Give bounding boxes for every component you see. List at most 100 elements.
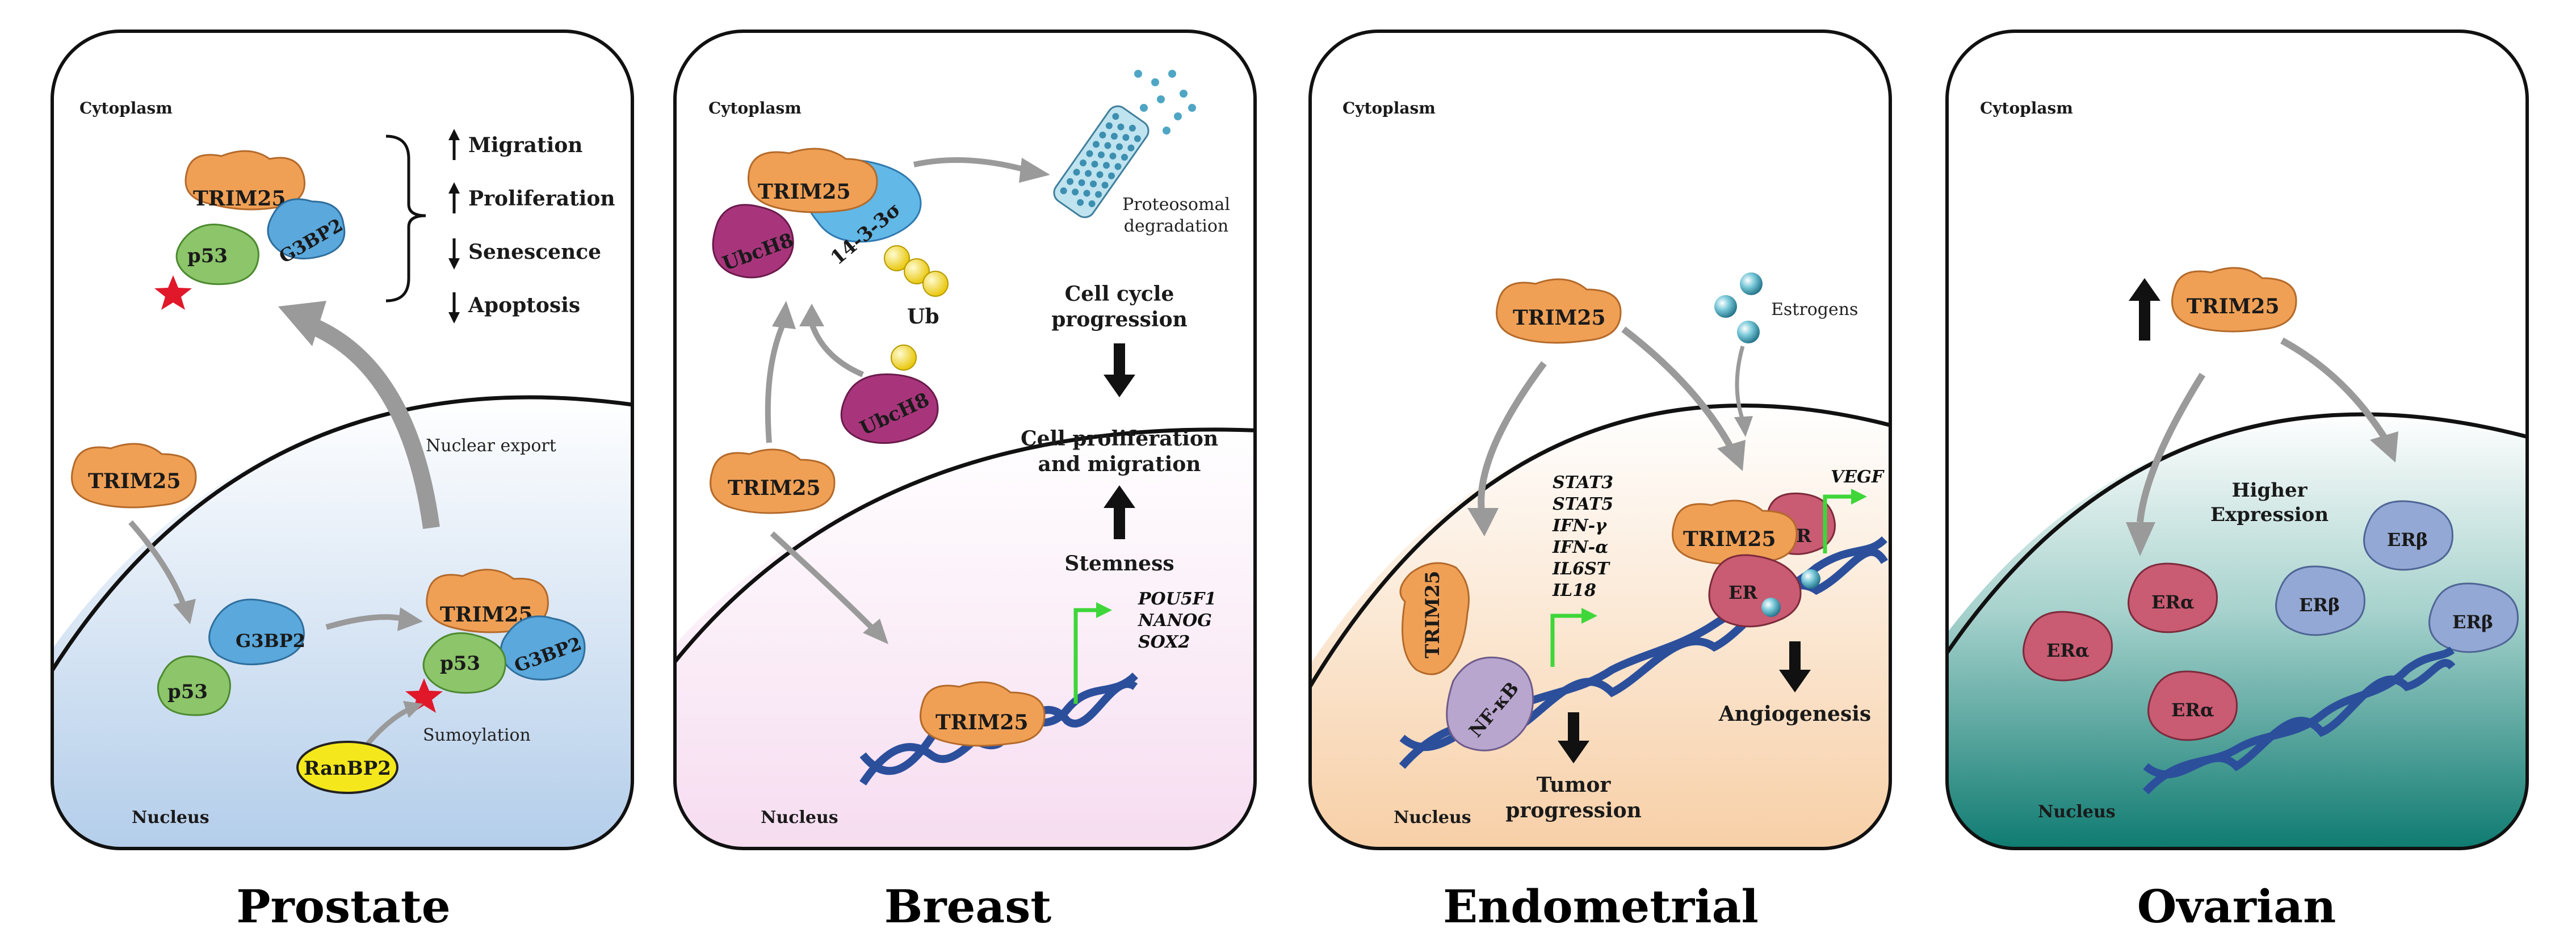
proteosomal-label: Proteosomal xyxy=(1122,195,1230,215)
proliferation-label-2: and migration xyxy=(1038,452,1201,476)
cytoplasm-label: Cytoplasm xyxy=(708,99,802,117)
effect-proliferation: Proliferation xyxy=(468,187,615,211)
arrow-trim25-up xyxy=(765,322,786,443)
sumoylation-label: Sumoylation xyxy=(423,725,531,745)
estrogen-molecules xyxy=(1714,272,1763,343)
gene-stat5: STAT5 xyxy=(1553,494,1613,514)
gene-activation-arrow xyxy=(1073,602,1112,704)
degradation-particles xyxy=(1134,70,1196,135)
prostate-title: Prostate xyxy=(236,880,450,933)
era-label-1: ERα xyxy=(2151,591,2195,613)
era-receptor: ERα xyxy=(2128,562,2218,633)
trim25-on-dna xyxy=(920,681,1046,747)
trim25-label: TRIM25 xyxy=(1513,306,1606,330)
trim25-shape xyxy=(71,443,197,509)
endometrial-title: Endometrial xyxy=(1443,880,1759,933)
nuclear-export-label: Nuclear export xyxy=(426,436,556,456)
arrow-to-proteasome xyxy=(913,157,1029,173)
gene-ifng: IFN-γ xyxy=(1552,516,1607,536)
era-receptor: ERα xyxy=(2023,611,2113,682)
cytoplasm-label: Cytoplasm xyxy=(1342,99,1436,117)
arrow-to-p53 xyxy=(128,520,187,608)
trim25-label-nuclear: TRIM25 xyxy=(728,476,821,500)
gene-activation-arrow-vegf xyxy=(1823,489,1867,553)
erb-label-2: ERβ xyxy=(2299,594,2340,616)
p53-label-complex: p53 xyxy=(440,652,480,675)
effect-apoptosis: Apoptosis xyxy=(468,293,580,317)
cytoplasm-label: Cytoplasm xyxy=(1980,99,2073,117)
effects-bracket xyxy=(385,135,426,303)
trim25-label: TRIM25 xyxy=(758,180,851,204)
arrow-estrogens-to-er xyxy=(1735,346,1745,421)
trim25-label-nuclear: TRIM25 xyxy=(88,469,181,493)
trim25-shape xyxy=(2171,267,2297,333)
higher-label-2: Expression xyxy=(2210,503,2329,526)
ub-ball xyxy=(904,258,930,284)
tumor-label-2: progression xyxy=(1505,799,1642,822)
arrow-trim25-to-era xyxy=(2137,372,2206,523)
era-receptor: ERα xyxy=(2147,670,2238,741)
g3bp2-label-free: G3BP2 xyxy=(236,630,305,652)
up-arrow-icon xyxy=(2129,278,2160,341)
gene-nanog: NANOG xyxy=(1138,611,1212,631)
nuclear-trim25-complex: TRIM25 G3BP2 p53 xyxy=(405,569,586,713)
ovarian-panel: Cytoplasm Nucleus TRIM25 Higher Expressi… xyxy=(1945,30,2529,850)
trim25-shape xyxy=(1496,278,1622,344)
cell-cycle-label-2: progression xyxy=(1051,308,1188,331)
higher-label-1: Higher xyxy=(2231,479,2308,502)
arrow-to-complex xyxy=(325,614,404,630)
gene-pou5f1: POU5F1 xyxy=(1138,589,1216,609)
gene-stat3: STAT3 xyxy=(1553,473,1613,493)
erb-receptor: ERβ xyxy=(2275,565,2365,636)
trim25-label: TRIM25 xyxy=(2187,295,2280,318)
gene-vegf: VEGF xyxy=(1831,467,1885,487)
gene-activation-arrow xyxy=(1550,608,1597,667)
era-label-3: ERα xyxy=(2171,699,2214,721)
arrow-trim25-to-nfkb xyxy=(1478,361,1547,511)
ranbp2-label: RanBP2 xyxy=(304,757,391,780)
gene-sox2: SOX2 xyxy=(1138,632,1190,652)
ub-label: Ub xyxy=(907,305,939,329)
effects-list: Migration Proliferation Senescence Apopt… xyxy=(448,129,615,324)
ub-ball xyxy=(884,245,910,271)
gene-ifna: IFN-α xyxy=(1552,537,1608,557)
prostate-panel: Cytoplasm Nucleus TRIM25 G3BP2 p53 Migra… xyxy=(51,30,634,850)
trim25-er-complex: ER TRIM25 ER xyxy=(1672,492,1836,628)
trim25-label-complex: TRIM25 xyxy=(1683,527,1776,551)
breast-panel: Cytoplasm Nucleus 14-3-3σ TRIM25 UbcH8 xyxy=(673,30,1257,850)
trim25-label-vertical: TRIM25 xyxy=(1421,571,1444,658)
down-arrow-icon xyxy=(1104,343,1135,397)
breast-title: Breast xyxy=(884,880,1052,933)
trim25-label: TRIM25 xyxy=(193,187,286,211)
effect-senescence: Senescence xyxy=(468,240,601,264)
up-arrow-icon xyxy=(1104,485,1135,539)
estrogens-label: Estrogens xyxy=(1771,300,1858,320)
sumo-star-icon-2 xyxy=(405,678,443,713)
ub-ball xyxy=(922,271,949,297)
trim25-shape xyxy=(710,448,836,514)
gene-il6st: IL6ST xyxy=(1552,559,1611,579)
trim25-p53-g3bp2-complex: TRIM25 G3BP2 p53 xyxy=(154,150,346,310)
trim25-vertical xyxy=(1399,562,1470,675)
nucleus-label: Nucleus xyxy=(1394,808,1471,828)
stemness-label: Stemness xyxy=(1064,552,1174,576)
ovarian-title: Ovarian xyxy=(2137,880,2336,933)
arrow-ubch8-to-complex xyxy=(809,322,864,377)
trim25-ubch8-14-3-3-complex: 14-3-3σ TRIM25 UbcH8 xyxy=(712,148,949,297)
era-label-2: ERα xyxy=(2046,640,2090,661)
endometrial-panel: Cytoplasm Nucleus TRIM25 Estrogens TRIM2… xyxy=(1308,30,1892,850)
erb-label-3: ERβ xyxy=(2452,611,2493,633)
erb-receptor: ERβ xyxy=(2428,582,2519,653)
ranbp2-shape xyxy=(296,741,398,794)
arrow-trim25-to-dna xyxy=(770,531,876,632)
erb-receptor: ERβ xyxy=(2363,500,2453,571)
cytoplasm-label: Cytoplasm xyxy=(79,99,173,117)
cell-cycle-label-1: Cell cycle xyxy=(1065,282,1174,306)
nucleus-label: Nucleus xyxy=(132,808,209,828)
down-arrow-icon xyxy=(1558,712,1589,763)
sumo-star-icon xyxy=(154,275,192,310)
arrow-trim25-to-erb xyxy=(2280,337,2388,439)
effect-migration: Migration xyxy=(468,133,582,157)
degradation-label: degradation xyxy=(1124,216,1229,236)
proliferation-label-1: Cell proliferation xyxy=(1021,427,1218,451)
